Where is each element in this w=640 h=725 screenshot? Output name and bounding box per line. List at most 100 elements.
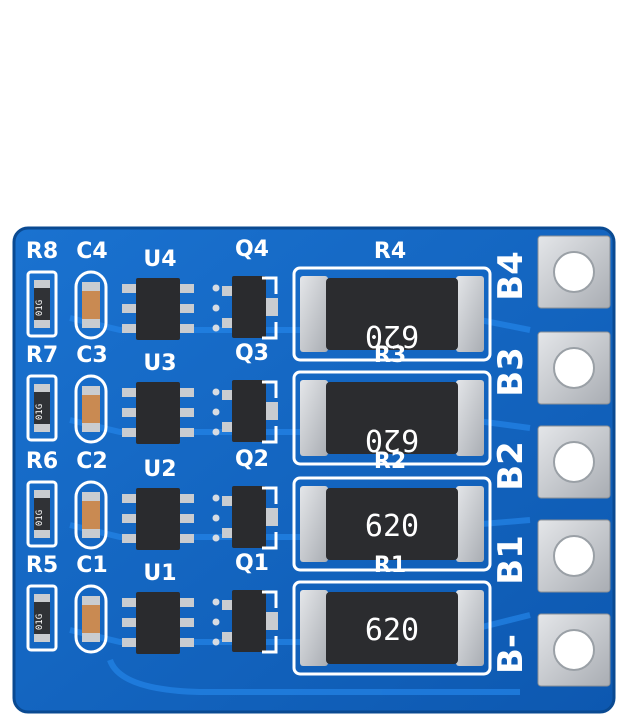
capacitor-pad xyxy=(82,633,100,642)
via xyxy=(212,618,220,626)
pad-label: B2 xyxy=(491,441,531,491)
mounting-hole xyxy=(553,441,595,483)
ic-pin xyxy=(122,618,136,627)
ic-pin xyxy=(122,638,136,647)
label-small-resistor: R5 xyxy=(26,553,58,578)
ic-pin xyxy=(180,618,194,627)
power-resistor-body xyxy=(326,278,458,350)
mosfet-chip xyxy=(232,590,266,652)
small-resistor-marking: 01G xyxy=(35,404,45,420)
small-resistor xyxy=(34,384,50,432)
small-resistor-pad xyxy=(34,320,50,328)
ic-pin xyxy=(122,428,136,437)
power-resistor-marking: 620 xyxy=(365,318,419,353)
label-ic: U3 xyxy=(143,351,176,376)
small-resistor-outline xyxy=(26,584,58,652)
small-resistor-marking: 01G xyxy=(35,614,45,630)
power-resistor-marking: 620 xyxy=(365,613,419,648)
mosfet-silk-corner xyxy=(262,486,278,504)
capacitor xyxy=(82,386,100,432)
mosfet-tab xyxy=(266,402,278,420)
power-resistor-outline xyxy=(292,266,492,362)
via xyxy=(212,284,220,292)
capacitor-outline xyxy=(74,270,108,340)
label-small-resistor: R7 xyxy=(26,343,58,368)
mosfet-pin xyxy=(222,422,232,432)
mosfet-silk-corner xyxy=(262,532,278,550)
ic-pin xyxy=(122,304,136,313)
small-resistor-pad xyxy=(34,424,50,432)
mosfet-silk-corner xyxy=(262,380,278,398)
via xyxy=(212,324,220,332)
mosfet-pin xyxy=(222,600,232,610)
capacitor-pad xyxy=(82,423,100,432)
via xyxy=(212,598,220,606)
mosfet-silk-corner xyxy=(262,590,278,608)
power-resistor-pad xyxy=(456,276,484,352)
capacitor-outline xyxy=(74,584,108,654)
power-resistor-outline xyxy=(292,370,492,466)
ic-pin xyxy=(122,598,136,607)
label-capacitor: C4 xyxy=(76,239,107,264)
ic-chip xyxy=(136,278,180,340)
mosfet-silk-corner xyxy=(262,322,278,340)
capacitor-pad xyxy=(82,386,100,395)
ic-pin xyxy=(180,494,194,503)
small-resistor xyxy=(34,594,50,642)
mosfet-silk-corner xyxy=(262,636,278,654)
pad-label: B- xyxy=(491,634,531,674)
mounting-hole xyxy=(553,629,595,671)
via xyxy=(212,428,220,436)
ic-pin xyxy=(180,388,194,397)
small-resistor-marking: 01G xyxy=(35,300,45,316)
ic-chip xyxy=(136,382,180,444)
capacitor-pad xyxy=(82,529,100,538)
label-power-resistor: R4 xyxy=(374,239,406,264)
mosfet-tab xyxy=(266,298,278,316)
via xyxy=(212,514,220,522)
mosfet-silk-corner xyxy=(262,426,278,444)
ic-pin xyxy=(122,494,136,503)
label-mosfet: Q3 xyxy=(235,341,269,366)
ic-pin xyxy=(122,284,136,293)
via xyxy=(212,638,220,646)
small-resistor-pad xyxy=(34,530,50,538)
capacitor xyxy=(82,492,100,538)
label-ic: U2 xyxy=(143,457,176,482)
capacitor-outline xyxy=(74,480,108,550)
label-mosfet: Q1 xyxy=(235,551,269,576)
via xyxy=(212,408,220,416)
small-resistor-pad xyxy=(34,384,50,392)
ic-pin xyxy=(180,284,194,293)
via xyxy=(212,304,220,312)
label-power-resistor: R3 xyxy=(374,343,406,368)
pad-label: B4 xyxy=(491,251,531,301)
ic-pin xyxy=(122,388,136,397)
power-resistor-pad xyxy=(300,380,328,456)
ic-pin xyxy=(122,408,136,417)
ic-pin xyxy=(122,514,136,523)
mounting-hole xyxy=(553,535,595,577)
pad-label: B3 xyxy=(491,347,531,397)
capacitor-pad xyxy=(82,596,100,605)
label-power-resistor: R1 xyxy=(374,553,406,578)
ic-chip xyxy=(136,592,180,654)
mosfet-chip xyxy=(232,486,266,548)
mosfet-chip xyxy=(232,276,266,338)
small-resistor-outline xyxy=(26,374,58,442)
ic-pin xyxy=(180,408,194,417)
label-small-resistor: R6 xyxy=(26,449,58,474)
power-resistor-outline xyxy=(292,580,492,676)
via xyxy=(212,494,220,502)
ic-pin xyxy=(180,598,194,607)
small-resistor xyxy=(34,280,50,328)
label-mosfet: Q2 xyxy=(235,447,269,472)
capacitor-pad xyxy=(82,492,100,501)
label-mosfet: Q4 xyxy=(235,237,269,262)
ic-pin xyxy=(180,534,194,543)
small-resistor-pad xyxy=(34,594,50,602)
